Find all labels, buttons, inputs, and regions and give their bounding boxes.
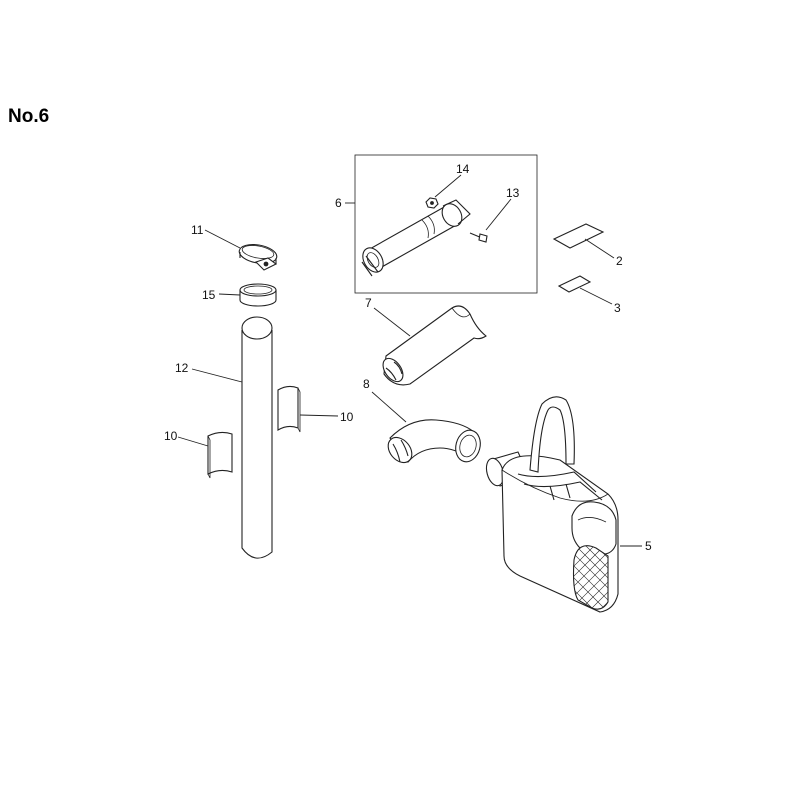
part-5-housing (485, 396, 642, 613)
callout-15: 15 (202, 288, 216, 302)
callout-10-right: 10 (340, 410, 354, 424)
assembly-box (354, 154, 538, 294)
part-7-nozzle (373, 305, 487, 386)
callout-11: 11 (191, 223, 204, 237)
part-15-ring (218, 283, 277, 307)
callout-5: 5 (645, 539, 652, 553)
part-2-decal (552, 223, 615, 259)
part-10-clip-right (277, 385, 339, 433)
part-10-clip-left (177, 431, 233, 479)
part-6-tube-assembly (345, 154, 538, 294)
callout-8: 8 (363, 377, 370, 391)
callout-2: 2 (616, 254, 623, 268)
page-title: No.6 (8, 106, 50, 127)
callout-14: 14 (456, 162, 470, 176)
callout-10-left: 10 (164, 429, 178, 443)
callout-6: 6 (335, 196, 342, 210)
part-14-nut (425, 197, 439, 209)
callout-13: 13 (506, 186, 520, 200)
callout-3: 3 (614, 301, 621, 315)
part-11-hose-clamp (204, 229, 278, 271)
part-13-screw (469, 232, 488, 243)
callout-12: 12 (175, 361, 189, 375)
part-12-pipe (191, 316, 273, 559)
part-8-elbow (371, 391, 481, 464)
callout-7: 7 (365, 296, 372, 310)
part-3-decal (557, 275, 613, 305)
